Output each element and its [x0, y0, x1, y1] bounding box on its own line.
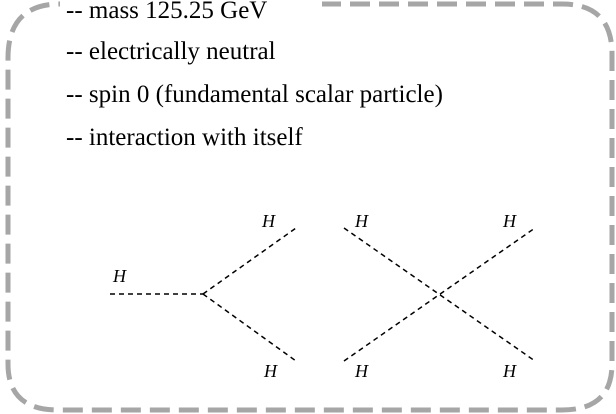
bottom-right-h-label: H — [502, 361, 517, 381]
self-interaction-property: -- interaction with itself — [66, 124, 303, 151]
upper-h-label: H — [261, 211, 276, 231]
incoming-h-label: H — [112, 266, 127, 286]
top-left-h-label: H — [354, 211, 369, 231]
upper-outgoing-higgs-line — [202, 227, 297, 295]
charge-property: -- electrically neutral — [66, 38, 276, 65]
dashed-border — [5, 1, 615, 413]
three-point-vertex-diagram — [110, 227, 297, 362]
spin-property: -- spin 0 (fundamental scalar particle) — [66, 81, 443, 108]
descending-higgs-line — [343, 227, 536, 362]
border-gap — [60, 0, 322, 24]
top-right-h-label: H — [502, 211, 517, 231]
lower-outgoing-higgs-line — [202, 293, 297, 362]
lower-h-label: H — [263, 361, 278, 381]
ascending-higgs-line — [343, 227, 536, 362]
mass-property: -- mass 125.25 GeV — [66, 0, 268, 24]
four-point-vertex-diagram — [343, 227, 536, 362]
bottom-left-h-label: H — [354, 361, 369, 381]
